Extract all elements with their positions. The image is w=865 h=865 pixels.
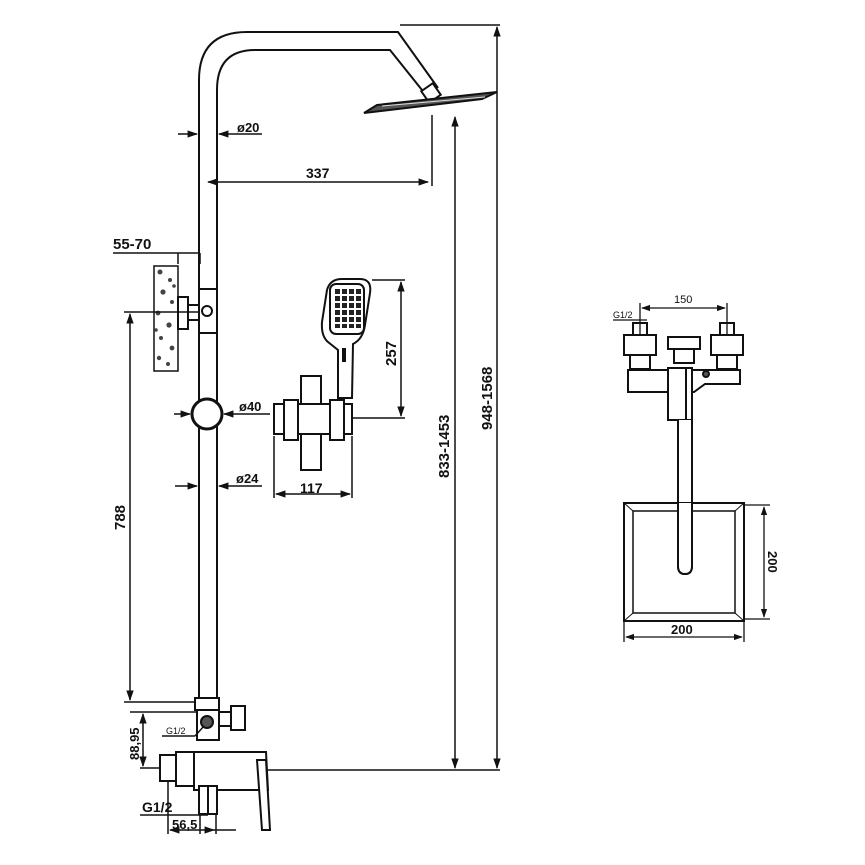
label-pipe-dia: ø20 bbox=[237, 120, 259, 135]
label-inlet-spacing: 150 bbox=[674, 294, 692, 306]
label-diverter-offset: 88,95 bbox=[127, 727, 142, 760]
label-holder-width: 117 bbox=[300, 480, 323, 496]
front-dimensions bbox=[113, 24, 501, 834]
inlet-nut bbox=[159, 754, 177, 782]
front-dimension-labels: ø20 337 55-70 257 ø40 ø24 117 788 833-14… bbox=[112, 120, 496, 832]
hand-shower-hose-bottom bbox=[300, 433, 322, 471]
mixer-lever bbox=[255, 759, 272, 831]
riser-pipe bbox=[198, 31, 439, 700]
wall-hatch bbox=[154, 269, 176, 366]
label-total-height: 948-1568 bbox=[479, 367, 496, 430]
side-dimension-labels: 150 G1/2 200 200 bbox=[613, 294, 780, 637]
label-plate-width: 200 bbox=[671, 622, 693, 637]
label-inlet-offset: 56,5 bbox=[172, 817, 197, 832]
label-arm-length: 337 bbox=[306, 165, 330, 181]
right-inlet-hex bbox=[710, 334, 744, 356]
hand-shower-hose-top bbox=[300, 375, 322, 405]
label-inlet-thread: G1/2 bbox=[142, 799, 173, 815]
wall-texture bbox=[153, 265, 179, 372]
left-inlet-hex bbox=[623, 334, 657, 356]
riser-coupling bbox=[194, 697, 220, 711]
label-head-height: 833-1453 bbox=[436, 415, 453, 478]
label-plate-height: 200 bbox=[765, 551, 780, 573]
inlet-hex bbox=[175, 751, 195, 787]
label-rail-length: 788 bbox=[112, 505, 129, 530]
centre-cap bbox=[667, 336, 701, 350]
label-rail-dia: ø24 bbox=[236, 471, 259, 486]
label-outlet-thread: G1/2 bbox=[166, 726, 186, 736]
label-handshower-length: 257 bbox=[383, 341, 400, 366]
side-view bbox=[623, 322, 745, 622]
front-view bbox=[153, 31, 498, 831]
side-dimensions bbox=[613, 303, 770, 642]
slider-knob bbox=[190, 397, 224, 431]
spray-nozzles bbox=[335, 289, 361, 328]
label-side-thread: G1/2 bbox=[613, 310, 633, 320]
wall-flange bbox=[177, 296, 189, 330]
spout-block bbox=[667, 367, 693, 421]
label-slider-dia: ø40 bbox=[239, 399, 261, 414]
label-wall-distance: 55-70 bbox=[113, 236, 151, 253]
hose-outlet bbox=[218, 711, 232, 727]
